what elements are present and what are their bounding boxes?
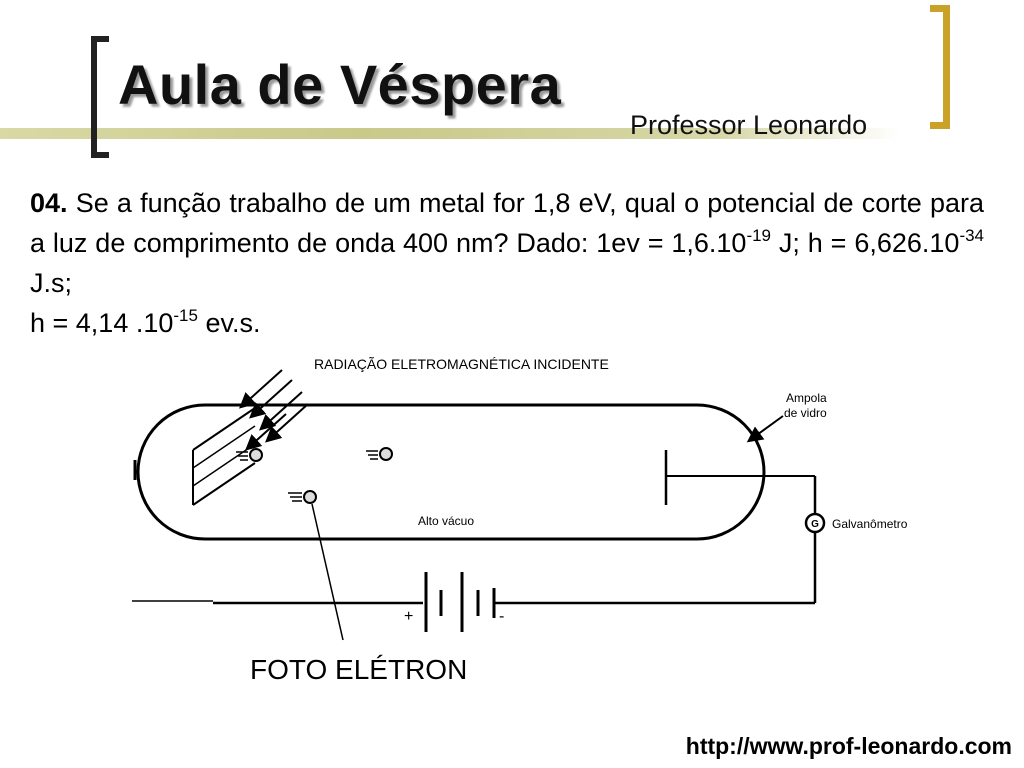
question-line1: Se a função trabalho de um metal for 1,8…	[30, 188, 984, 258]
header-accent-line	[0, 128, 900, 139]
battery-plus-label: +	[404, 608, 413, 625]
electron-icon	[288, 490, 317, 504]
battery-icon	[424, 572, 496, 632]
exponent-3: -15	[173, 306, 198, 325]
vacuum-label: Alto vácuo	[418, 514, 474, 528]
photoelectron-pointer	[311, 503, 344, 641]
question-number: 04.	[30, 188, 68, 218]
exponent-2: -34	[959, 226, 985, 245]
exponent-1: -19	[746, 226, 772, 245]
bulb-pointer-arrow	[746, 415, 784, 443]
page-subtitle: Professor Leonardo	[630, 110, 868, 140]
left-bracket-decoration	[91, 36, 109, 158]
electron-icon	[366, 447, 393, 461]
galvanometer-label: Galvanômetro	[832, 517, 908, 531]
question-line2-pre: h = 4,14 .10	[30, 308, 174, 338]
bulb-label-line1: Ampola	[786, 391, 827, 405]
page-title: Aula de Véspera	[118, 53, 562, 116]
electron-icon	[236, 448, 263, 462]
galvanometer-symbol: G	[811, 519, 819, 530]
photoelectric-diagram: RADIAÇÃO ELETROMAGNÉTICA INCIDENTE	[132, 356, 908, 685]
question-mid1: J; h = 6,626.10	[771, 228, 960, 258]
cathode-plate	[192, 407, 256, 506]
right-bracket-decoration	[930, 5, 950, 129]
battery-minus-label: -	[499, 608, 504, 625]
question-line2-post: ev.s.	[197, 308, 261, 338]
question-text: 04. Se a função trabalho de um metal for…	[30, 183, 984, 343]
photoelectron-label: FOTO ELÉTRON	[250, 654, 467, 685]
incident-radiation-arrows	[239, 369, 309, 451]
diagram-top-label: RADIAÇÃO ELETROMAGNÉTICA INCIDENTE	[314, 356, 609, 372]
question-mid2: J.s;	[30, 268, 73, 298]
footer-url-link[interactable]: http://www.prof-leonardo.com	[685, 733, 1012, 759]
bulb-label-line2: de vidro	[784, 406, 827, 420]
